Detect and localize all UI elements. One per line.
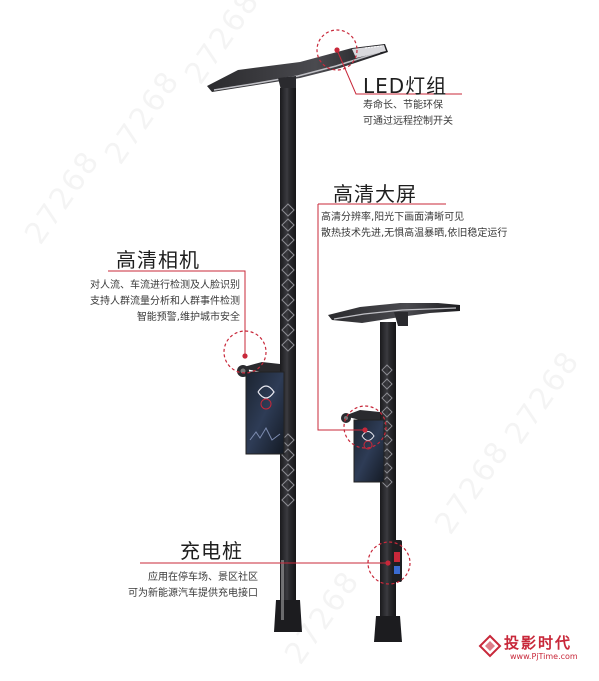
screen-callout-circle [343,405,387,449]
large-pole [207,44,388,632]
led-title: LED灯组 [363,74,448,98]
logo-name: 投影时代 [504,634,573,652]
charger-description: 应用在停车场、景区社区 可为新能源汽车提供充电接口 [60,570,258,602]
camera-callout-circle [223,330,267,374]
led-desc-line: 寿命长、节能环保 [363,100,443,111]
led-leader-line [336,49,462,95]
camera-desc-line: 智能预警,维护城市安全 [136,312,240,323]
charger-callout-circle [367,541,411,585]
camera-title: 高清相机 [116,248,200,272]
camera-description: 对人流、车流进行检测及人脸识别 支持人群流量分析和人群事件检测 智能预警,维护城… [40,278,240,326]
small-pole [328,303,460,642]
camera-desc-line: 支持人群流量分析和人群事件检测 [90,296,240,307]
camera-leader-line [108,270,246,356]
led-callout-circle [316,29,358,71]
charger-title: 充电桩 [180,539,243,563]
logo-url: www.PjTime.com [510,652,578,661]
charger-desc-line: 应用在停车场、景区社区 [148,572,258,583]
screen-desc-line: 散热技术先进,无惧高温暴晒,依旧稳定运行 [321,228,508,239]
screen-title: 高清大屏 [333,182,417,206]
pjtime-logo: 投影时代 www.PjTime.com [478,630,593,670]
screen-leader-line [317,203,446,431]
camera-desc-line: 对人流、车流进行检测及人脸识别 [90,280,240,291]
screen-description: 高清分辨率,阳光下画面清晰可见 散热技术先进,无惧高温暴晒,依旧稳定运行 [321,210,507,242]
led-description: 寿命长、节能环保 可通过远程控制开关 [363,98,453,130]
logo-mark-icon [478,634,502,658]
screen-desc-line: 高清分辨率,阳光下画面清晰可见 [321,212,465,223]
led-desc-line: 可通过远程控制开关 [363,116,453,127]
charger-desc-line: 可为新能源汽车提供充电接口 [128,588,258,599]
